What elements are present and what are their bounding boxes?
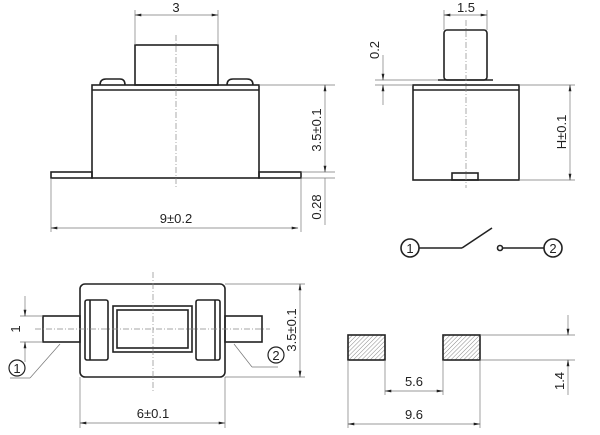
- front-button: [134, 44, 219, 86]
- dim-body-height: 3.5±0.1: [309, 108, 324, 151]
- front-left-tab: [99, 78, 126, 86]
- bottom-pin2-label: 2: [272, 348, 279, 363]
- side-view: 1.5 0.2 H±0.1: [367, 0, 575, 188]
- dim-pad-height: 1.4: [552, 372, 567, 390]
- bottom-pin1-label: 1: [13, 361, 20, 376]
- dim-button-width: 3: [172, 0, 179, 15]
- front-right-tab: [226, 78, 254, 86]
- dim-side-height: H±0.1: [554, 115, 569, 150]
- side-button: [443, 29, 488, 81]
- dim-pad-inner: 5.6: [405, 374, 423, 389]
- dim-side-gap: 0.2: [367, 41, 382, 59]
- pad-left: [347, 334, 386, 361]
- pin1-label: 1: [406, 241, 413, 256]
- pad-layout: 5.6 9.6 1.4: [347, 315, 575, 428]
- pad-right: [442, 334, 481, 361]
- bottom-body: [79, 283, 226, 378]
- front-left-flange: [50, 171, 93, 179]
- dim-pad-outer: 9.6: [405, 407, 423, 422]
- front-body: [91, 84, 260, 179]
- dim-bottom-width: 6±0.1: [137, 406, 169, 421]
- switch-schematic: 1 2: [400, 227, 563, 258]
- dim-flange-thickness: 0.28: [309, 194, 324, 219]
- dim-bottom-height: 3.5±0.1: [284, 308, 299, 351]
- front-view: 3 3.5±0.1 0.28 9±0.2: [50, 0, 335, 232]
- front-right-flange: [258, 171, 302, 179]
- dim-total-width: 9±0.2: [160, 211, 192, 226]
- pin2-label: 2: [549, 241, 556, 256]
- bottom-view: 1 1 2 3.5±0.1 6±0.1: [8, 272, 305, 428]
- dim-pin-width: 1: [8, 325, 23, 332]
- dim-side-button-width: 1.5: [457, 0, 475, 15]
